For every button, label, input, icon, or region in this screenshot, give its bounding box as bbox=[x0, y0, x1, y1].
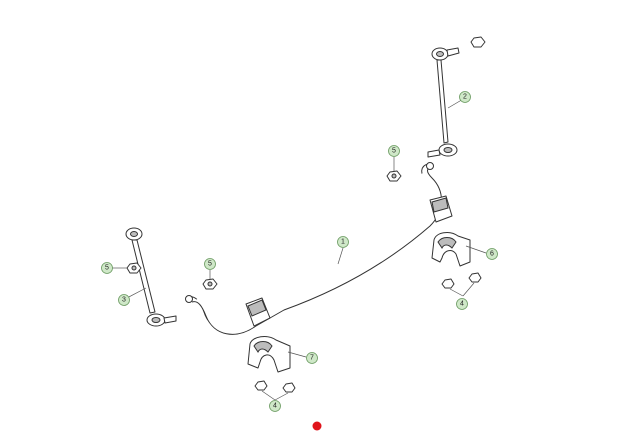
bar-bushing-left bbox=[245, 297, 271, 327]
link-nut-top[interactable] bbox=[470, 36, 486, 48]
bar-bushing-right bbox=[429, 195, 453, 223]
svg-text:2: 2 bbox=[463, 94, 467, 101]
svg-text:3: 3 bbox=[122, 297, 126, 304]
leader-lines bbox=[112, 97, 487, 401]
callout-4-left[interactable]: 4 bbox=[269, 400, 281, 412]
callout-5-center[interactable]: 5 bbox=[204, 258, 216, 270]
svg-text:5: 5 bbox=[392, 148, 396, 155]
svg-text:5: 5 bbox=[208, 261, 212, 268]
svg-text:5: 5 bbox=[105, 265, 109, 272]
svg-text:4: 4 bbox=[460, 301, 464, 308]
callout-5-right[interactable]: 5 bbox=[388, 145, 400, 157]
stabilizer-link-left[interactable] bbox=[125, 227, 177, 327]
callout-2[interactable]: 2 bbox=[459, 91, 471, 103]
callout-7[interactable]: 7 bbox=[306, 352, 318, 364]
red-dot-marker bbox=[312, 421, 322, 431]
clamp-bracket-left[interactable] bbox=[247, 336, 291, 373]
bolt-4-left-b[interactable] bbox=[282, 382, 296, 393]
stabilizer-link-right[interactable] bbox=[427, 47, 460, 158]
stabilizer-bar[interactable] bbox=[185, 162, 453, 335]
svg-text:7: 7 bbox=[310, 355, 314, 362]
bolt-4-right-a[interactable] bbox=[441, 278, 455, 289]
callout-6[interactable]: 6 bbox=[486, 248, 498, 260]
nut-5-center[interactable] bbox=[202, 278, 218, 290]
bolt-4-left-a[interactable] bbox=[254, 380, 268, 391]
bolt-4-right-b[interactable] bbox=[468, 272, 482, 283]
callout-3[interactable]: 3 bbox=[118, 294, 130, 306]
nut-5-right[interactable] bbox=[386, 170, 402, 182]
svg-text:1: 1 bbox=[341, 239, 345, 246]
svg-text:6: 6 bbox=[490, 251, 494, 258]
svg-text:4: 4 bbox=[273, 403, 277, 410]
clamp-bracket-right[interactable] bbox=[431, 232, 471, 267]
callout-4-right[interactable]: 4 bbox=[456, 298, 468, 310]
callout-5-left[interactable]: 5 bbox=[101, 262, 113, 274]
callout-1[interactable]: 1 bbox=[337, 236, 349, 248]
